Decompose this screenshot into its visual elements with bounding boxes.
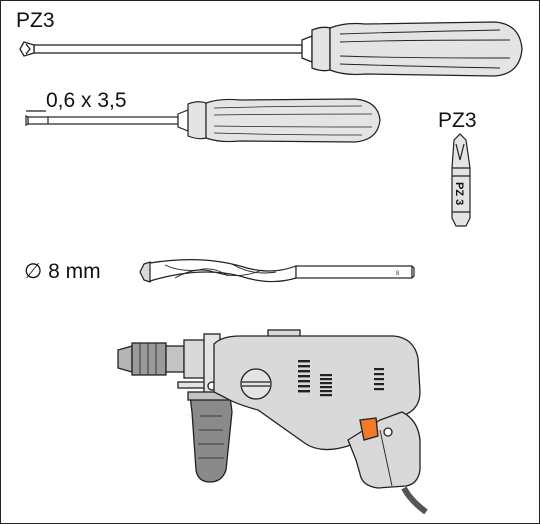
label-drill-bit-diameter: ∅ 8 mm [24,260,101,283]
flat-screwdriver-icon [25,98,381,143]
label-pz3-screwdriver: PZ3 [16,9,55,32]
screwdriver-bit-icon [451,133,471,227]
bit-marking-text: PZ 3 [453,182,465,205]
label-pz3-bit: PZ3 [438,109,477,132]
power-drill-icon [117,329,428,515]
drill-bit-marking: 8 [396,271,400,277]
phillips-screwdriver-icon [19,21,523,77]
drill-bit-icon [139,259,415,283]
label-flat-screwdriver-size: 0,6 x 3,5 [46,89,127,112]
